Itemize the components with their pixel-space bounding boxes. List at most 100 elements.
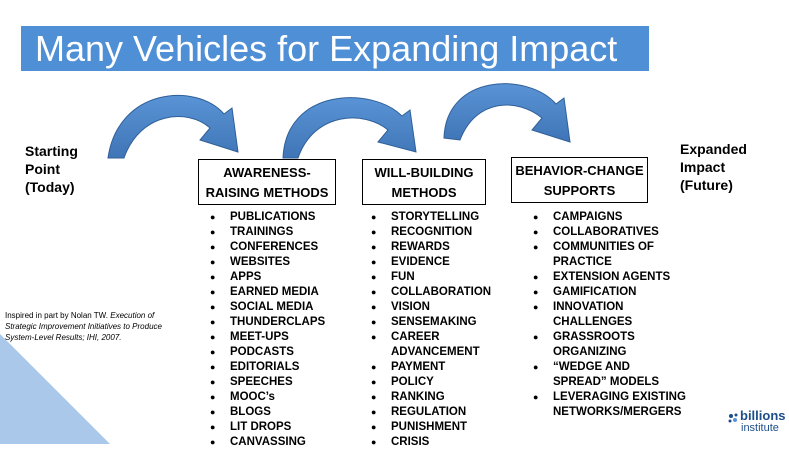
behavior-change-list: ● CAMPAIGNS ● COLLABORATIVES ● COMMUNITIES OF… bbox=[533, 210, 693, 420]
list-item-text: PODCASTS bbox=[230, 346, 294, 358]
billions-institute-logo: billions institute bbox=[726, 408, 786, 439]
list-item: ●“WEDGE AND SPREAD” MODELS bbox=[533, 360, 693, 390]
list-item: ● THUNDERCLAPS bbox=[210, 315, 360, 330]
awareness-raising-list: ●PUBLICATIONS●TRAININGS●CONFERENCES●WEBS… bbox=[210, 210, 360, 450]
logo-mark-icon bbox=[728, 413, 738, 423]
list-item: ●EDITORIALS bbox=[210, 360, 360, 375]
list-item-text: BLOGS bbox=[230, 406, 271, 418]
list-item-text: PAYMENT bbox=[391, 361, 446, 373]
list-item: ●PUNISHMENT bbox=[371, 420, 511, 435]
list-item: ● EARNED MEDIA bbox=[210, 285, 360, 300]
list-item-text: THUNDERCLAPS bbox=[230, 316, 326, 328]
header-line-2: SUPPORTS bbox=[543, 183, 616, 198]
end-line-2: Impact bbox=[680, 159, 726, 175]
list-item: ●TRAININGS bbox=[210, 225, 360, 240]
list-item-text: MOOC’s bbox=[230, 391, 275, 403]
bullet-icon: ● bbox=[371, 332, 377, 342]
list-item: ● COLLABORATION bbox=[371, 285, 511, 300]
list-item: ●POLICY bbox=[371, 375, 511, 390]
list-item-text: PUNISHMENT bbox=[391, 421, 468, 433]
bullet-icon: ● bbox=[371, 227, 377, 237]
list-item-text: REWARDS bbox=[391, 241, 450, 253]
list-item-text: EXTENSION AGENTS bbox=[553, 271, 671, 283]
list-item: ●BLOGS bbox=[210, 405, 360, 420]
corner-decoration bbox=[0, 334, 110, 444]
list-item-text: COLLABORATIVES bbox=[553, 226, 659, 238]
bullet-icon: ● bbox=[210, 317, 216, 327]
list-item: ●REGULATION bbox=[371, 405, 511, 420]
list-item-text: MEET-UPS bbox=[230, 331, 289, 343]
list-item: ●LIT DROPS bbox=[210, 420, 360, 435]
end-line-1: Expanded bbox=[680, 141, 747, 157]
list-item-text: FUN bbox=[391, 271, 415, 283]
list-item-text: RECOGNITION bbox=[391, 226, 473, 238]
list-item: ●SPEECHES bbox=[210, 375, 360, 390]
list-item-text: CONFERENCES bbox=[230, 241, 319, 253]
bullet-icon: ● bbox=[210, 392, 216, 402]
bullet-icon: ● bbox=[533, 242, 539, 252]
citation-italic: Execution of Strategic Improvement Initi… bbox=[5, 311, 162, 342]
header-line-1: BEHAVIOR-CHANGE bbox=[515, 163, 644, 178]
list-item-text: SOCIAL MEDIA bbox=[230, 301, 314, 313]
bullet-icon: ● bbox=[210, 242, 216, 252]
bullet-icon: ● bbox=[371, 242, 377, 252]
list-item-text: COLLABORATION bbox=[391, 286, 492, 298]
bullet-icon: ● bbox=[210, 257, 216, 267]
list-item: ●GRASSROOTS ORGANIZING bbox=[533, 330, 693, 360]
bullet-icon: ● bbox=[371, 392, 377, 402]
list-item-text: TRAININGS bbox=[230, 226, 294, 238]
bullet-icon: ● bbox=[210, 362, 216, 372]
list-item-text: SPEECHES bbox=[230, 376, 293, 388]
expanded-impact-label: Expanded Impact (Future) bbox=[680, 140, 747, 194]
list-item-text: APPS bbox=[230, 271, 262, 283]
list-item: ● CAMPAIGNS bbox=[533, 210, 693, 225]
will-building-list: ●STORYTELLING●RECOGNITION●REWARDS●EVIDEN… bbox=[371, 210, 511, 450]
header-line-1: WILL-BUILDING bbox=[374, 165, 474, 180]
bullet-icon: ● bbox=[210, 332, 216, 342]
list-item: ●EVIDENCE bbox=[371, 255, 511, 270]
bullet-icon: ● bbox=[533, 287, 539, 297]
bullet-icon: ● bbox=[210, 287, 216, 297]
curved-arrow-1 bbox=[107, 94, 239, 159]
bullet-icon: ● bbox=[371, 272, 377, 282]
list-item-text: WEBSITES bbox=[230, 256, 291, 268]
list-item: ●PODCASTS bbox=[210, 345, 360, 360]
logo-text-line1: billions bbox=[740, 408, 786, 423]
list-item: ●STORYTELLING bbox=[371, 210, 511, 225]
bullet-icon: ● bbox=[371, 407, 377, 417]
list-item: ●PUBLICATIONS bbox=[210, 210, 360, 225]
start-line-1: Starting bbox=[25, 143, 78, 159]
list-item: ● PAYMENT bbox=[371, 360, 511, 375]
list-item-text: LIT DROPS bbox=[230, 421, 292, 433]
list-item-text: COMMUNITIES OF PRACTICE bbox=[553, 241, 654, 268]
curved-arrow-2 bbox=[282, 97, 417, 159]
bullet-icon: ● bbox=[533, 362, 539, 372]
list-item: ● APPS bbox=[210, 270, 360, 285]
bullet-icon: ● bbox=[210, 272, 216, 282]
bullet-icon: ● bbox=[533, 272, 539, 282]
bullet-icon: ● bbox=[371, 362, 377, 372]
citation-plain: Inspired in part by Nolan TW. bbox=[5, 311, 111, 320]
bullet-icon: ● bbox=[533, 212, 539, 222]
list-item: ●RANKING bbox=[371, 390, 511, 405]
list-item: ● MEET-UPS bbox=[210, 330, 360, 345]
list-item: ●INNOVATION CHALLENGES bbox=[533, 300, 693, 330]
bullet-icon: ● bbox=[371, 302, 377, 312]
will-building-header: WILL-BUILDING METHODS bbox=[362, 159, 486, 205]
bullet-icon: ● bbox=[533, 227, 539, 237]
starting-point-label: Starting Point (Today) bbox=[25, 142, 78, 196]
bullet-icon: ● bbox=[371, 437, 377, 447]
list-item-text: CAMPAIGNS bbox=[553, 211, 623, 223]
bullet-icon: ● bbox=[371, 287, 377, 297]
list-item-text: SENSEMAKING bbox=[391, 316, 477, 328]
list-item-text: GRASSROOTS ORGANIZING bbox=[553, 331, 635, 358]
bullet-icon: ● bbox=[371, 212, 377, 222]
end-line-3: (Future) bbox=[680, 177, 733, 193]
list-item-text: POLICY bbox=[391, 376, 434, 388]
title-banner: Many Vehicles for Expanding Impact bbox=[21, 26, 649, 71]
list-item-text: GAMIFICATION bbox=[553, 286, 637, 298]
list-item-text: EARNED MEDIA bbox=[230, 286, 319, 298]
curved-arrow-3 bbox=[443, 83, 571, 143]
list-item-text: EVIDENCE bbox=[391, 256, 450, 268]
